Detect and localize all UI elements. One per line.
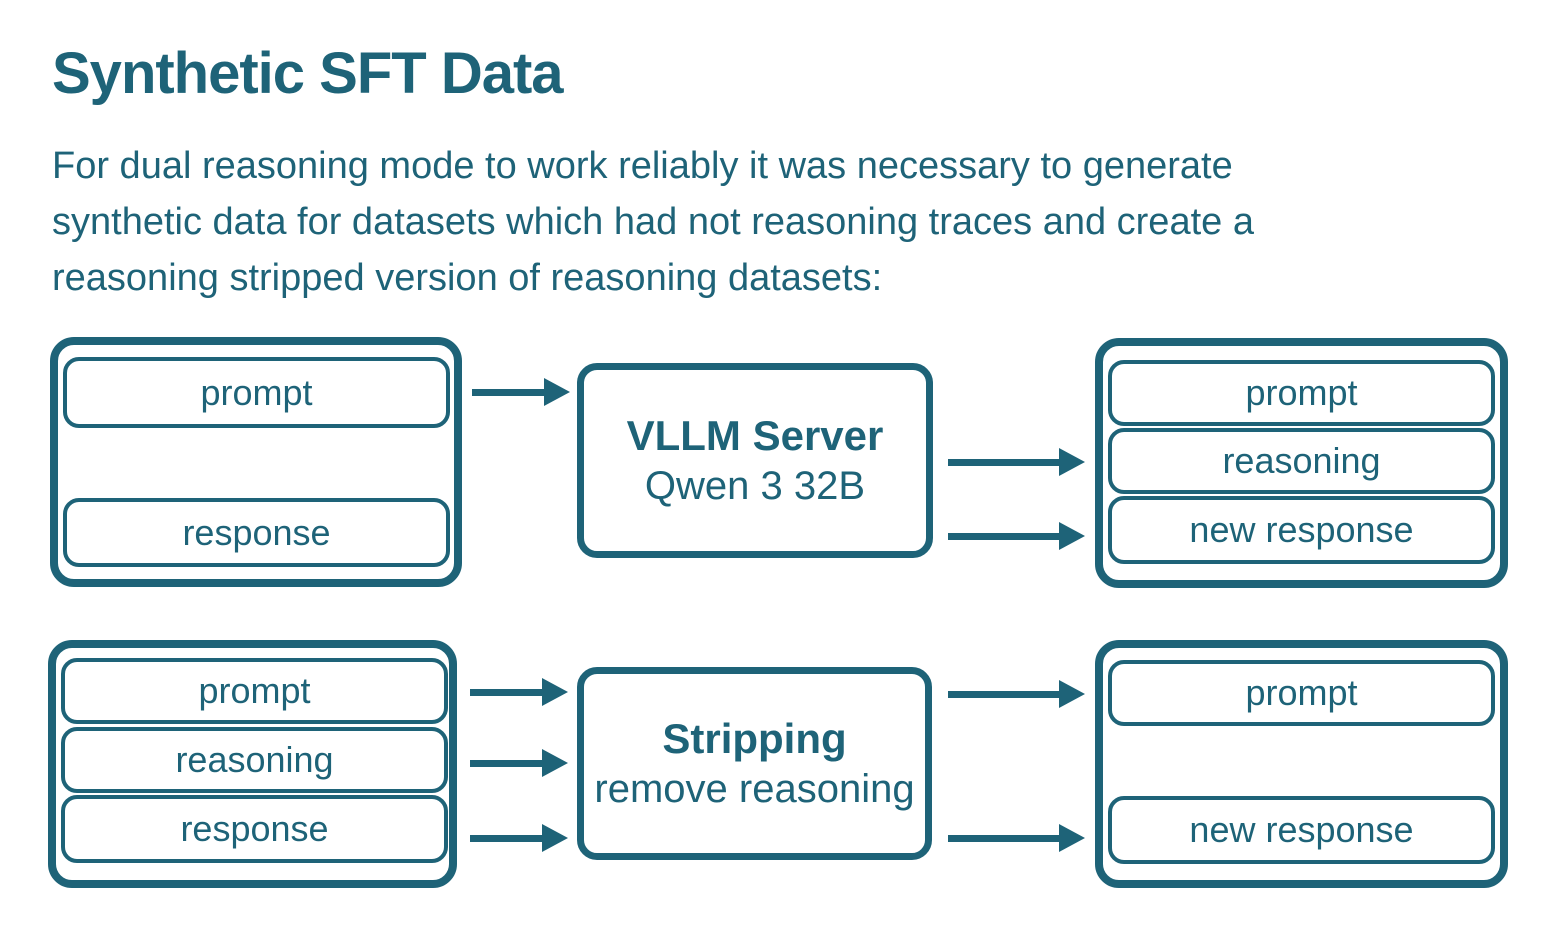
flow1-input-field-response: response: [63, 498, 450, 567]
arrowhead-icon: [542, 678, 568, 706]
field-label: new response: [1189, 809, 1414, 850]
field-label: response: [180, 808, 329, 849]
process-title: Stripping: [662, 715, 847, 762]
process-title: VLLM Server: [626, 412, 884, 459]
flow1-output-field-reasoning: reasoning: [1108, 428, 1495, 494]
arrowhead-icon: [1059, 522, 1085, 550]
flow2-arrow-reasoning-to-process: [470, 749, 568, 777]
intro-line-3: reasoning stripped version of reasoning …: [52, 257, 883, 299]
flow2-input-card: prompt reasoning response: [48, 640, 457, 888]
intro-paragraph: For dual reasoning mode to work reliably…: [52, 138, 1254, 306]
flow2-input-field-reasoning: reasoning: [61, 727, 448, 793]
field-label: reasoning: [175, 739, 334, 780]
field-label: prompt: [200, 371, 313, 413]
flow1-process-card: VLLM Server Qwen 3 32B: [577, 363, 933, 558]
flow1-input-field-prompt: prompt: [63, 357, 450, 428]
field-label: new response: [1189, 509, 1414, 550]
flow2-input-field-prompt: prompt: [61, 658, 448, 724]
field-label: prompt: [198, 670, 311, 711]
flow2-arrow-process-to-prompt: [948, 680, 1085, 708]
arrowhead-icon: [544, 378, 570, 406]
arrowhead-icon: [542, 749, 568, 777]
flow2-output-field-new-response: new response: [1108, 796, 1495, 864]
arrow-shaft: [948, 458, 1059, 466]
arrow-shaft: [948, 834, 1059, 842]
arrowhead-icon: [1059, 448, 1085, 476]
arrowhead-icon: [542, 824, 568, 852]
flow2-input-field-response: response: [61, 795, 448, 863]
flow2-process-card: Stripping remove reasoning: [577, 667, 932, 860]
flow1-input-card: prompt response: [50, 337, 462, 587]
process-subtitle: remove reasoning: [594, 767, 915, 811]
process-subtitle: Qwen 3 32B: [644, 464, 866, 508]
flow1-output-card: prompt reasoning new response: [1095, 338, 1508, 588]
field-label: prompt: [1245, 672, 1358, 713]
flow2-arrow-prompt-to-process: [470, 678, 568, 706]
flow1-arrow-process-to-reasoning: [948, 448, 1085, 476]
page-title: Synthetic SFT Data: [52, 41, 564, 106]
field-label: prompt: [1245, 372, 1358, 413]
flow2-arrow-process-to-new-response: [948, 824, 1085, 852]
arrow-shaft: [470, 688, 542, 696]
flow1-output-field-new-response: new response: [1108, 496, 1495, 564]
arrow-shaft: [472, 388, 544, 396]
flow1-arrow-process-to-new-response: [948, 522, 1085, 550]
intro-line-1: For dual reasoning mode to work reliably…: [52, 145, 1233, 187]
arrowhead-icon: [1059, 824, 1085, 852]
arrow-shaft: [948, 532, 1059, 540]
flow2-arrow-response-to-process: [470, 824, 568, 852]
flow2-output-card: prompt new response: [1095, 640, 1508, 888]
arrow-shaft: [948, 690, 1059, 698]
arrowhead-icon: [1059, 680, 1085, 708]
flow1-arrow-input-to-process: [472, 378, 570, 406]
intro-line-2: synthetic data for datasets which had no…: [52, 201, 1254, 243]
arrow-shaft: [470, 834, 542, 842]
flow2-output-field-prompt: prompt: [1108, 660, 1495, 726]
arrow-shaft: [470, 759, 542, 767]
flow1-output-field-prompt: prompt: [1108, 360, 1495, 426]
field-label: reasoning: [1222, 440, 1381, 481]
field-label: response: [182, 511, 331, 553]
